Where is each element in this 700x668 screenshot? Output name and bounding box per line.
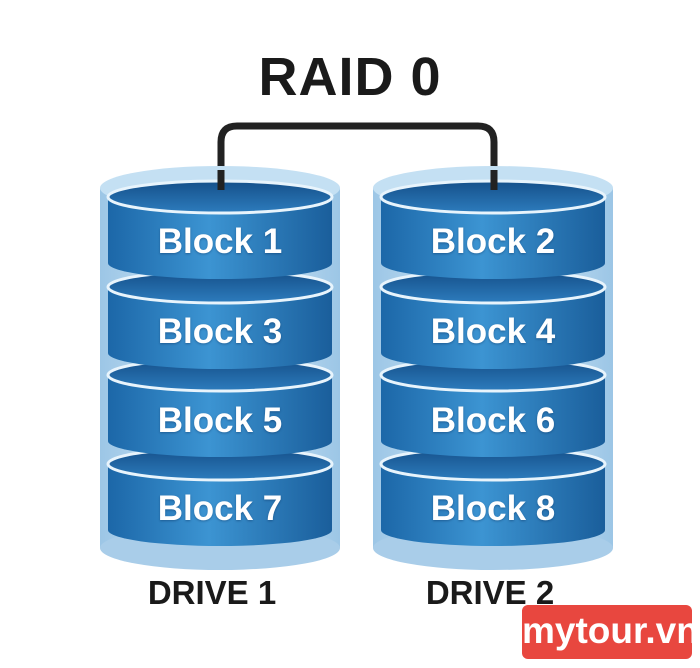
diagram-title: RAID 0 <box>258 47 442 107</box>
block-label: Block 6 <box>430 401 556 440</box>
block-4 <box>379 269 607 369</box>
watermark-logo: mytour.vn <box>522 605 699 659</box>
block-6 <box>379 357 607 457</box>
block-label: Block 8 <box>430 489 556 528</box>
drive-1-label: DRIVE 1 <box>147 574 277 611</box>
block-label: Block 5 <box>157 401 283 440</box>
raid-connector <box>217 122 498 188</box>
block-label: Block 7 <box>157 489 283 528</box>
block-label: Block 3 <box>157 312 283 351</box>
block-5 <box>106 357 334 457</box>
block-8 <box>379 446 607 546</box>
drive-1-cylinder <box>100 166 340 570</box>
block-3 <box>106 269 334 369</box>
block-1 <box>106 179 334 279</box>
block-7 <box>106 446 334 546</box>
block-label: Block 4 <box>430 312 556 351</box>
block-label: Block 2 <box>430 222 556 261</box>
drive-2-label: DRIVE 2 <box>425 574 555 611</box>
block-label: Block 1 <box>157 222 283 261</box>
